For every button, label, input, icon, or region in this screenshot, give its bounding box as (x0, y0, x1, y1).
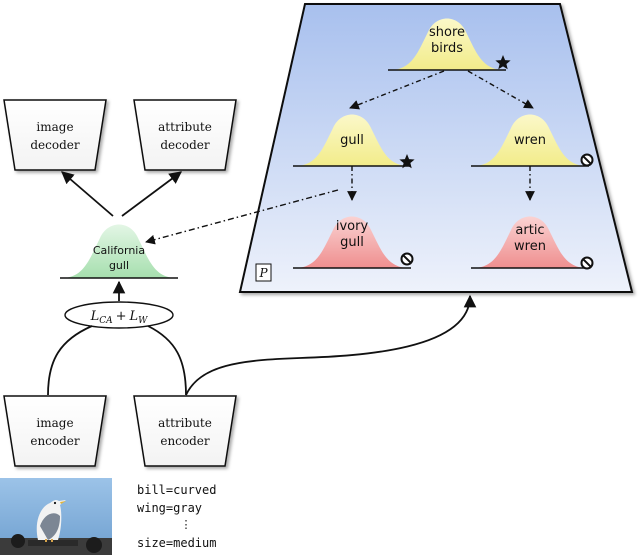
embedding-label-line2: gull (109, 259, 129, 272)
decoder-arrows (61, 171, 183, 217)
decoder-label-line2: decoder (160, 138, 210, 152)
encoder-label-line2: encoder (30, 434, 80, 448)
node-label: gull (340, 133, 364, 148)
encoder-label-line1: attribute (158, 416, 212, 430)
node-label-line2: birds (431, 41, 463, 56)
embedding-label-line1: California (93, 244, 145, 257)
no-entry-icon (400, 252, 414, 266)
node-label-line1: shore (429, 25, 465, 40)
star-icon (495, 55, 511, 70)
edge-gull-to-embedding (145, 189, 339, 245)
attribute-encoder: attribute encoder (133, 395, 237, 467)
decoder-label-line2: decoder (30, 138, 80, 152)
node-artic-wren: artic wren (471, 216, 594, 270)
node-label-line2: gull (340, 235, 364, 250)
image-decoder: image decoder (3, 99, 107, 171)
node-label-line2: wren (514, 239, 546, 254)
image-encoder: image encoder (3, 395, 107, 467)
star-icon (399, 154, 415, 169)
decoder-label-line1: attribute (158, 120, 212, 134)
decoder-label-line1: image (36, 120, 73, 134)
attribute-decoder: attribute decoder (133, 99, 237, 171)
encoder-label-line1: image (36, 416, 73, 430)
node-wren: wren (471, 114, 594, 167)
node-label-line1: artic (515, 223, 544, 238)
attribute-list: bill=curved wing=gray ⋮ size=medium (137, 483, 216, 550)
loss-node: LCA+LW (64, 280, 174, 329)
panel-label: P (258, 266, 268, 280)
no-entry-icon (580, 153, 594, 167)
encoder-label-line2: encoder (160, 434, 210, 448)
node-ivory-gull: ivory gull (293, 216, 414, 269)
attribute-ellipsis: ⋮ (181, 518, 192, 531)
attribute-line: size=medium (137, 536, 216, 550)
edge-root-to-gull (349, 70, 445, 110)
no-entry-icon (580, 256, 594, 270)
node-gull: gull (293, 114, 415, 169)
bird-photo (0, 478, 112, 555)
attribute-line: wing=gray (137, 501, 202, 515)
encoder-to-loss-curves (47, 294, 477, 396)
attribute-line: bill=curved (137, 483, 216, 497)
loss-formula: LCA+LW (90, 309, 149, 326)
node-shore-birds: shore birds (388, 18, 511, 71)
node-label: wren (514, 133, 546, 148)
node-label-line1: ivory (336, 219, 369, 234)
hierarchy-edges (145, 70, 535, 245)
node-california-gull: California gull (60, 224, 178, 279)
panel-label-box (255, 263, 272, 282)
